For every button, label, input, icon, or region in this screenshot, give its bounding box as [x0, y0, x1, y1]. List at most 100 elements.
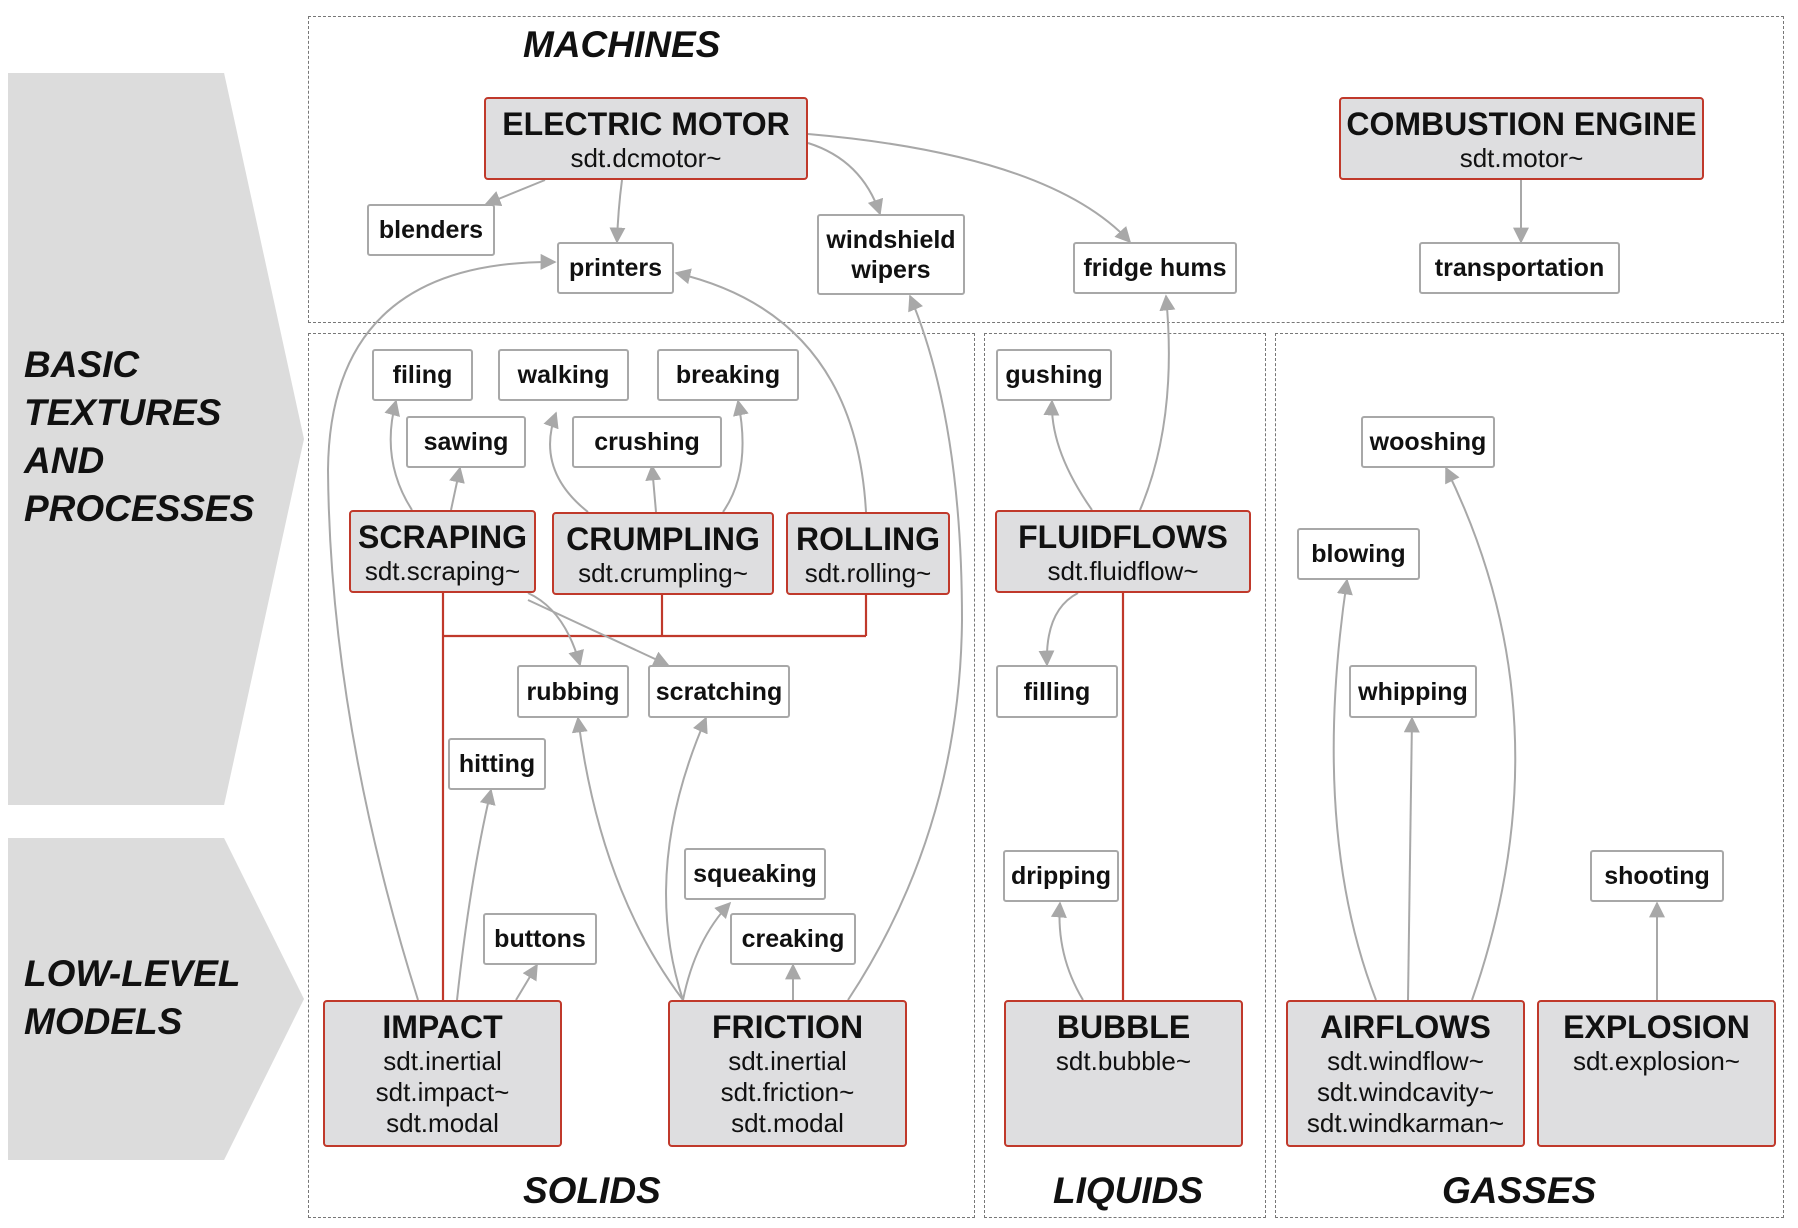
module-object: sdt.inertial: [728, 1046, 847, 1076]
edge-crumpling-crushing: [645, 464, 662, 513]
edge-friction-squeaking: [682, 901, 732, 1001]
module-title: FRICTION: [711, 1009, 864, 1045]
module-bubble: BUBBLE sdt.bubble~: [1004, 1000, 1243, 1147]
group-title-liquids: LIQUIDS: [1053, 1170, 1204, 1211]
edge-impact-hitting: [456, 788, 496, 1001]
module-friction: FRICTION sdt.inertial sdt.friction~ sdt.…: [668, 1000, 907, 1147]
edge-motor-blenders: [484, 179, 546, 206]
edge-impact-printers: [326, 253, 557, 1001]
module-title: CRUMPLING: [566, 521, 760, 557]
module-object: sdt.friction~: [720, 1077, 855, 1107]
module-airflows: AIRFLOWS sdt.windflow~ sdt.windcavity~ s…: [1286, 1000, 1525, 1147]
module-explosion: EXPLOSION sdt.explosion~: [1537, 1000, 1776, 1147]
sound-squeaking: squeaking: [684, 848, 826, 900]
edge-motor-printers: [609, 179, 626, 244]
sound-filing: filing: [372, 349, 473, 401]
module-title: SCRAPING: [358, 519, 527, 555]
sound-rubbing: rubbing: [517, 665, 629, 718]
edge-crumpling-breaking: [722, 399, 749, 513]
sound-buttons: buttons: [483, 913, 597, 965]
module-title: IMPACT: [382, 1009, 503, 1045]
sound-scratching: scratching: [648, 665, 790, 718]
edge-fluidflows-fridge: [1139, 294, 1176, 511]
module-object: sdt.windcavity~: [1316, 1077, 1495, 1107]
module-title: ELECTRIC MOTOR: [502, 106, 790, 142]
group-liquids: [984, 333, 1266, 1218]
sound-whipping: whipping: [1349, 665, 1477, 718]
edge-bubble-dripping: [1050, 901, 1084, 1001]
module-combustion-engine: COMBUSTION ENGINE sdt.motor~: [1339, 97, 1704, 180]
sound-creaking: creaking: [730, 913, 856, 965]
basic-textures-label: BASIC TEXTURES AND PROCESSES: [24, 344, 255, 529]
sound-transportation: transportation: [1419, 242, 1620, 294]
module-impact: IMPACT sdt.inertial sdt.impact~ sdt.moda…: [323, 1000, 562, 1147]
module-object: sdt.modal: [386, 1108, 499, 1138]
sound-crushing: crushing: [572, 416, 722, 468]
module-object: sdt.fluidflow~: [1047, 556, 1199, 586]
group-title-solids: SOLIDS: [523, 1170, 661, 1211]
sound-blowing: blowing: [1297, 528, 1420, 580]
edge-scraping-sawing: [449, 466, 465, 511]
edge-friction-rubbing: [571, 716, 684, 1001]
sound-shooting: shooting: [1590, 850, 1724, 902]
sound-windshield-wipers: windshield wipers: [817, 214, 965, 295]
module-title: AIRFLOWS: [1320, 1009, 1491, 1045]
edge-airflows-whipping: [1403, 716, 1420, 1001]
low-level-models-label: LOW-LEVEL MODELS: [24, 953, 241, 1042]
module-object: sdt.impact~: [375, 1077, 510, 1107]
sound-breaking: breaking: [657, 349, 799, 401]
edge-scraping-rubbing: [527, 592, 584, 667]
edge-motor-fridge: [807, 133, 1132, 244]
sound-sawing: sawing: [406, 416, 526, 468]
sound-blenders: blenders: [367, 204, 495, 256]
module-crumpling: CRUMPLING sdt.crumpling~: [552, 512, 774, 595]
sound-dripping: dripping: [1003, 850, 1119, 902]
module-scraping: SCRAPING sdt.scraping~: [349, 510, 536, 593]
module-object: sdt.dcmotor~: [570, 143, 722, 173]
sound-gushing: gushing: [996, 349, 1112, 401]
edge-fluidflows-gushing: [1043, 399, 1093, 511]
group-title-gasses: GASSES: [1442, 1170, 1597, 1211]
module-title: COMBUSTION ENGINE: [1346, 106, 1697, 142]
module-object: sdt.scraping~: [364, 556, 521, 586]
group-solids: [308, 333, 975, 1218]
module-rolling: ROLLING sdt.rolling~: [786, 512, 950, 595]
module-object: sdt.rolling~: [804, 558, 932, 588]
edge-friction-scratching: [665, 716, 708, 1001]
module-object: sdt.crumpling~: [578, 558, 748, 588]
module-object: sdt.windkarman~: [1306, 1108, 1505, 1138]
sound-fridge-hums: fridge hums: [1073, 242, 1237, 294]
edge-motor-wipers: [807, 142, 884, 216]
sound-walking: walking: [498, 349, 629, 401]
module-electric-motor: ELECTRIC MOTOR sdt.dcmotor~: [484, 97, 808, 180]
edge-airflows-blowing: [1332, 578, 1377, 1001]
sound-wooshing: wooshing: [1361, 416, 1495, 468]
module-object: sdt.explosion~: [1573, 1046, 1740, 1076]
edge-friction-wipers: [847, 294, 964, 1001]
edge-scraping-scratching: [527, 599, 670, 667]
group-title-machines: MACHINES: [523, 24, 721, 65]
edge-impact-buttons: [515, 963, 538, 1001]
group-machines: [308, 16, 1784, 323]
sound-printers: printers: [557, 242, 674, 294]
group-gasses: [1275, 333, 1784, 1218]
sound-filling: filling: [996, 665, 1118, 718]
module-object: sdt.bubble~: [1055, 1046, 1192, 1076]
module-fluidflows: FLUIDFLOWS sdt.fluidflow~: [995, 510, 1251, 593]
sound-hitting: hitting: [448, 738, 546, 790]
module-title: FLUIDFLOWS: [1018, 519, 1228, 555]
module-title: ROLLING: [796, 521, 940, 557]
module-title: BUBBLE: [1056, 1009, 1191, 1045]
module-object: sdt.inertial: [383, 1046, 502, 1076]
module-object: sdt.windflow~: [1327, 1046, 1484, 1076]
edge-airflows-wooshing: [1445, 466, 1517, 1001]
edge-rolling-printers: [674, 268, 867, 513]
edge-crumpling-walking: [543, 411, 589, 513]
module-title: EXPLOSION: [1563, 1009, 1750, 1045]
edge-fluidflows-filling: [1038, 592, 1079, 667]
module-object: sdt.motor~: [1459, 143, 1584, 173]
module-object: sdt.modal: [731, 1108, 844, 1138]
edge-scraping-filing: [384, 399, 413, 511]
